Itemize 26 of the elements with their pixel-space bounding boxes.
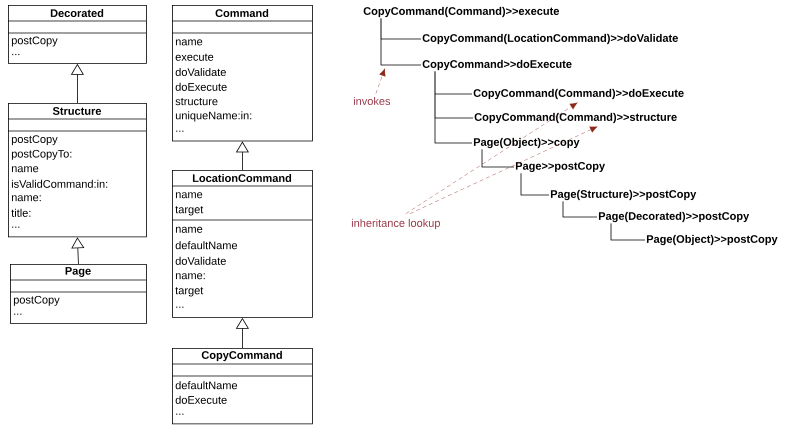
leader-line bbox=[406, 102, 578, 214]
method-call-label: Page>>postCopy bbox=[516, 162, 605, 172]
method-call-label: Page(Structure)>>postCopy bbox=[550, 190, 696, 200]
call-tree-line bbox=[562, 200, 598, 218]
call-tree-line bbox=[482, 148, 514, 168]
class-box: CopyCommand defaultName doExecute ... bbox=[172, 348, 313, 424]
method-call-label: CopyCommand(Command)>>execute bbox=[364, 6, 560, 18]
annotation-label: inheritance lookup bbox=[352, 218, 440, 230]
class-box: Structure postCopy postCopyTo: name isValidCommand:in: name: title: ... bbox=[8, 103, 147, 238]
class-box: Page postCopy ... bbox=[10, 264, 147, 324]
method-call-label: CopyCommand(LocationCommand)>>doValidate bbox=[422, 34, 678, 44]
class-box: Decorated postCopy ... bbox=[8, 5, 147, 64]
annotation-label: invokes bbox=[354, 96, 390, 106]
leader-line bbox=[376, 68, 386, 94]
leader-line bbox=[410, 126, 598, 214]
call-tree-line bbox=[610, 222, 646, 240]
method-call-label: Page(Decorated)>>postCopy bbox=[598, 212, 750, 222]
method-call-label: Page(Object)>>postCopy bbox=[646, 234, 778, 246]
call-tree-line bbox=[380, 18, 422, 66]
class-box: LocationCommand name target name defaultName doValidate name: target ... bbox=[172, 170, 313, 318]
method-call-label: CopyCommand(Command)>>doExecute bbox=[474, 88, 684, 100]
method-call-label: CopyCommand>>doExecute bbox=[422, 60, 572, 70]
method-call-label: CopyCommand(Command)>>structure bbox=[474, 112, 677, 124]
class-box: Command name execute doValidate doExecute structure uniqueName:in: ... bbox=[172, 5, 313, 142]
call-tree-line bbox=[434, 70, 472, 144]
call-tree-line bbox=[520, 172, 550, 196]
